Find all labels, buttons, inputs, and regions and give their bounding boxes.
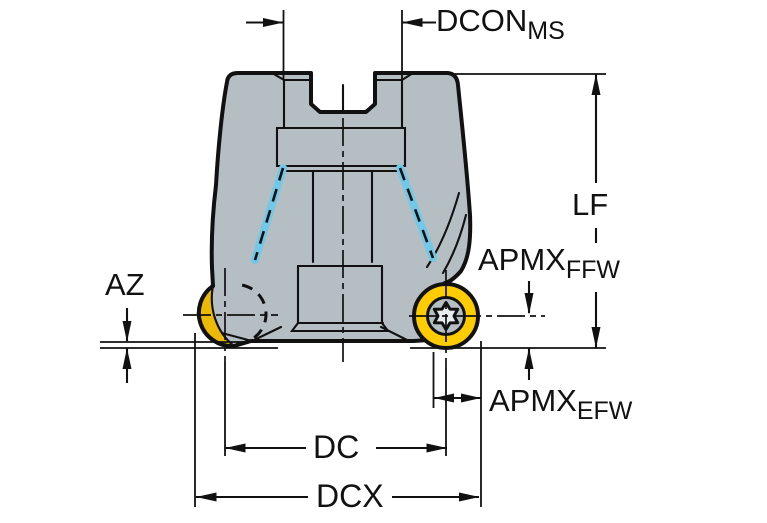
label-apmx-ffw-sub: FFW — [565, 256, 620, 284]
insert-pocket-curves — [425, 191, 468, 275]
dimension-apmx-ffw — [524, 281, 534, 380]
left-insert-crescent — [198, 286, 234, 347]
dimension-az — [122, 308, 132, 383]
label-apmx-ffw-main: APMX — [478, 242, 566, 277]
coolant-channels — [251, 164, 437, 264]
bore-boss — [216, 170, 411, 343]
label-apmx-efw-main: APMX — [489, 383, 577, 418]
label-dcon-ms: DCONMS — [436, 5, 565, 44]
label-dcon-sub: MS — [527, 17, 565, 45]
label-apmx-efw: APMXEFW — [489, 385, 632, 424]
mount-hub-steps — [270, 71, 415, 130]
dimension-dcon — [246, 18, 436, 27]
label-dcx-main: DCX — [316, 478, 384, 514]
coolant-dash-left — [253, 167, 285, 261]
dimension-apmx-efw — [434, 393, 481, 403]
dimension-dcx — [196, 492, 480, 502]
label-lf-main: LF — [572, 187, 609, 222]
label-az: AZ — [105, 269, 145, 300]
extension-lines — [100, 10, 606, 507]
label-dcx: DCX — [316, 480, 384, 512]
centerlines — [183, 118, 545, 368]
coolant-dash-right — [398, 167, 435, 259]
left-insert-edge — [196, 284, 236, 349]
label-lf: LF — [572, 189, 608, 220]
dimension-dc — [225, 443, 447, 453]
label-apmx-ffw: APMXFFW — [478, 244, 620, 283]
dimension-lf — [591, 74, 601, 348]
label-az-main: AZ — [105, 267, 145, 302]
label-apmx-efw-sub: EFW — [576, 397, 633, 425]
label-dcon-main: DCON — [436, 3, 528, 38]
label-dc: DC — [313, 431, 359, 463]
label-dc-main: DC — [313, 429, 360, 465]
